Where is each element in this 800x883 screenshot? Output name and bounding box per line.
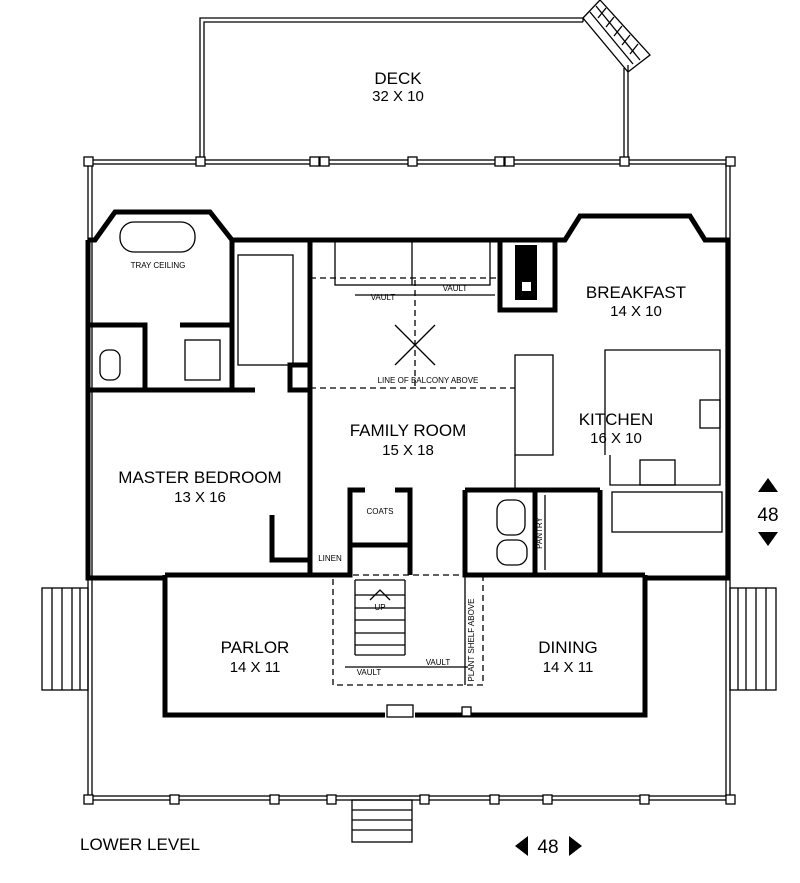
- breakfast-size: 14 X 10: [610, 303, 662, 320]
- vault-note: VAULT: [357, 668, 382, 677]
- pantry-label: PANTRY: [535, 516, 544, 548]
- front-steps: [351, 799, 413, 843]
- interior-stairs: [354, 579, 406, 656]
- vault-note: VAULT: [426, 658, 451, 667]
- master-bedroom-label: MASTER BEDROOM: [118, 468, 281, 487]
- family-room-size: 15 X 18: [382, 442, 434, 459]
- plan-notes: TRAY CEILING VAULT VAULT LINE OF BALCONY…: [131, 261, 544, 682]
- kitchen-label: KITCHEN: [579, 410, 654, 429]
- depth-value: 48: [757, 505, 778, 526]
- right-porch-steps: [729, 587, 777, 691]
- arrow-left-icon: [515, 836, 528, 856]
- up-label: UP: [374, 603, 385, 612]
- fixtures: [99, 221, 723, 718]
- deck-size: 32 X 10: [372, 88, 424, 105]
- left-porch-steps: [41, 587, 89, 691]
- linen-label: LINEN: [318, 554, 342, 563]
- coats-label: COATS: [367, 507, 394, 516]
- arrow-down-icon: [758, 532, 778, 546]
- parlor-size: 14 X 11: [230, 659, 281, 676]
- room-labels: MASTER BEDROOM 13 X 16 FAMILY ROOM 15 X …: [118, 283, 686, 676]
- dining-size: 14 X 11: [543, 659, 594, 676]
- width-value: 48: [537, 837, 558, 858]
- width-dimension: 48: [515, 836, 582, 858]
- family-room-label: FAMILY ROOM: [350, 421, 467, 440]
- vault-note: VAULT: [443, 284, 468, 293]
- deck-stairs: [582, 0, 651, 73]
- balcony-note: LINE OF BALCONY ABOVE: [378, 376, 479, 385]
- interior-walls: [88, 237, 645, 578]
- vault-note: VAULT: [371, 293, 396, 302]
- master-bedroom-size: 13 X 16: [174, 489, 226, 506]
- arrow-up-icon: [758, 478, 778, 492]
- level-label: LOWER LEVEL: [80, 835, 200, 854]
- porch-posts: [83, 156, 736, 805]
- deck: DECK 32 X 10: [199, 0, 651, 160]
- tray-ceiling-note: TRAY CEILING: [131, 261, 186, 270]
- arrow-right-icon: [569, 836, 582, 856]
- depth-dimension: 48: [757, 478, 779, 546]
- dining-label: DINING: [538, 638, 598, 657]
- breakfast-label: BREAKFAST: [586, 283, 686, 302]
- deck-label: DECK: [374, 69, 422, 88]
- plant-shelf-note: PLANT SHELF ABOVE: [467, 599, 476, 682]
- kitchen-size: 16 X 10: [590, 430, 642, 447]
- parlor-label: PARLOR: [221, 638, 290, 657]
